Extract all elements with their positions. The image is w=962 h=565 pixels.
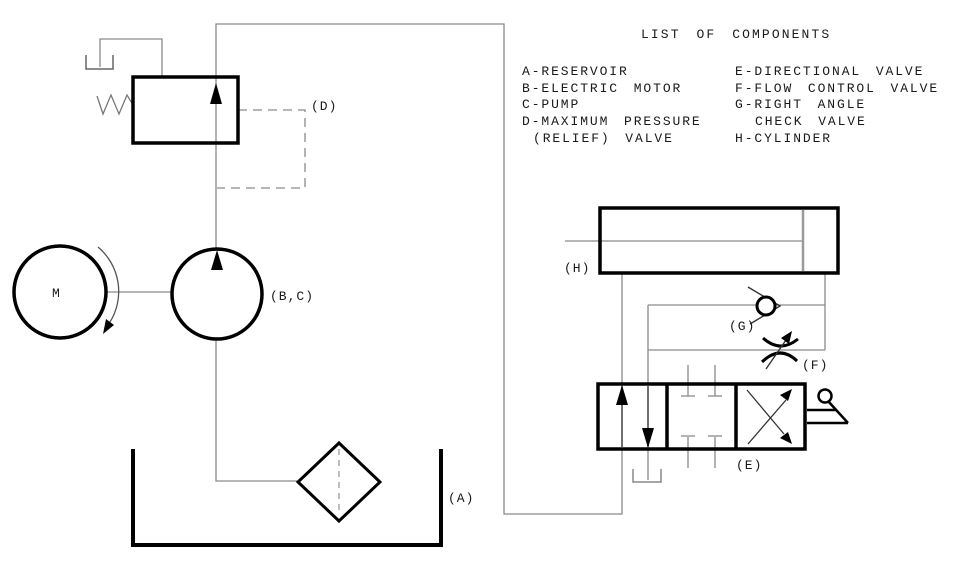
check-valve-symbol	[747, 286, 782, 325]
list-item-d: D-MAXIMUM PRESSURE	[522, 114, 702, 129]
lever-icon	[807, 388, 849, 425]
list-item-g: G-RIGHT ANGLE	[735, 97, 866, 112]
motor-label: M	[52, 286, 61, 301]
list-item-g2: CHECK VALVE	[755, 114, 867, 129]
reservoir-label: (A)	[448, 491, 474, 506]
relief-spring-icon	[96, 93, 134, 116]
flow-control-top-arc	[761, 336, 799, 348]
electric-motor-symbol	[12, 244, 108, 340]
component-list: LIST OF COMPONENTS A-RESERVOIR B-ELECTRI…	[522, 27, 939, 146]
cylinder-label: (H)	[564, 261, 590, 276]
list-item-e: E-DIRECTIONAL VALVE	[735, 64, 924, 79]
pump-flow-arrow	[211, 250, 223, 270]
pump-symbol	[170, 247, 264, 341]
check-valve-seat	[747, 286, 782, 325]
pressure-line	[215, 23, 623, 515]
piping-lines	[99, 23, 826, 515]
relief-flow-arrow	[210, 83, 222, 104]
flow-control-bottom-arc	[760, 351, 799, 364]
flow-control-valve-symbol	[760, 331, 799, 370]
flow-control-label: (F)	[802, 358, 828, 373]
flow-control-arrowhead	[781, 331, 792, 344]
reservoir-symbol	[131, 449, 443, 547]
relief-drain-tank-symbol	[85, 55, 114, 70]
relief-pilot-line	[217, 109, 306, 189]
directional-valve-symbol	[596, 382, 807, 451]
suction-line	[215, 339, 297, 482]
valve-drain-tank-symbol	[632, 469, 662, 483]
blocked-port-symbols	[681, 365, 722, 468]
list-item-b: B-ELECTRIC MOTOR	[522, 81, 682, 96]
list-item-h: H-CYLINDER	[735, 131, 832, 146]
page-title: LIST OF COMPONENTS	[641, 27, 831, 42]
filter-symbol	[295, 440, 383, 524]
flow-control-adjust-arrow	[765, 339, 787, 370]
component-symbols	[12, 75, 840, 547]
list-item-c: C-PUMP	[522, 97, 580, 112]
directional-valve-label: (E)	[736, 458, 762, 473]
list-item-f: F-FLOW CONTROL VALVE	[735, 81, 939, 96]
relief-valve-label: (D)	[311, 99, 337, 114]
check-valve-label: (G)	[729, 319, 755, 334]
list-item-a: A-RESERVOIR	[522, 64, 629, 79]
valve-parallel-arrows	[616, 385, 654, 448]
reference-labels: M (A) (B,C) (D) (E) (F) (G) (H)	[52, 99, 828, 506]
motor-rotation-arrow	[97, 246, 120, 323]
motor-rotation-arrowhead	[103, 319, 114, 334]
relief-drain-line	[99, 38, 163, 77]
pump-motor-label: (B,C)	[270, 289, 314, 304]
list-item-d2: (RELIEF) VALVE	[533, 131, 674, 146]
relief-valve-symbol	[131, 75, 240, 145]
valve-crossed-arrows	[746, 389, 792, 445]
check-valve-ball	[755, 295, 777, 317]
cylinder-symbol	[598, 206, 840, 275]
